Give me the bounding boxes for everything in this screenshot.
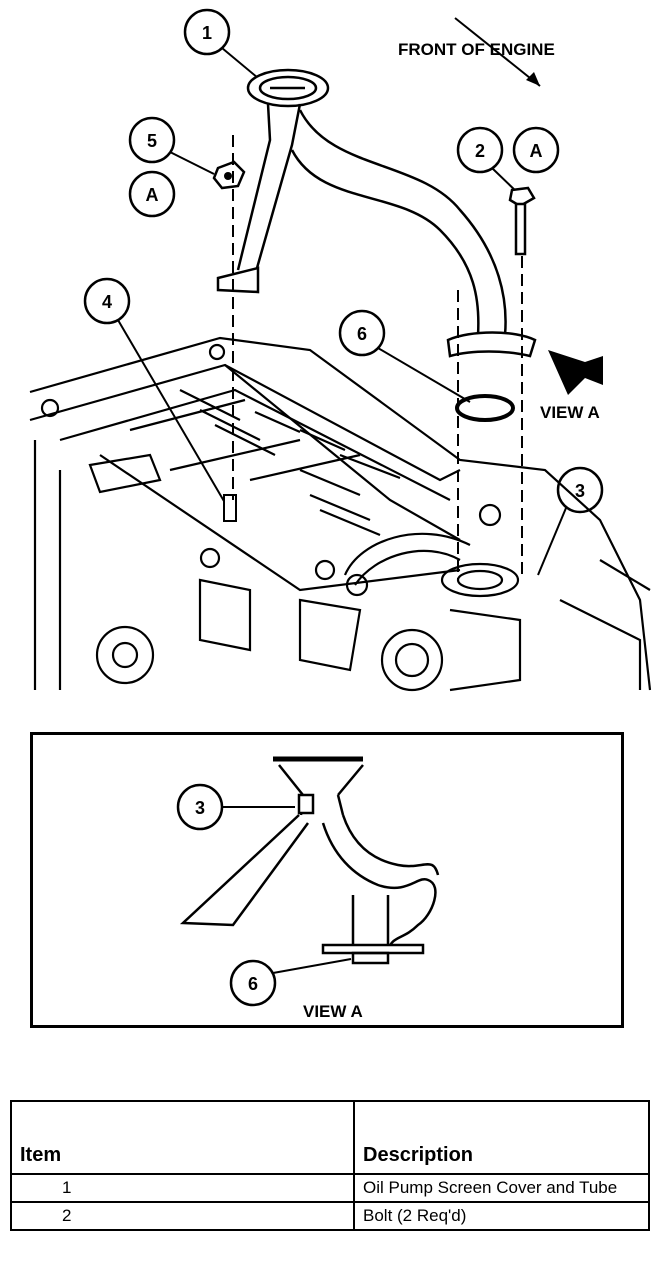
callout-2: 2 — [456, 126, 521, 196]
stud-4 — [223, 494, 237, 522]
view-a-arrow-label: VIEW A — [540, 403, 600, 422]
stud-nut — [212, 160, 246, 190]
front-of-engine-label: FRONT OF ENGINE — [398, 40, 555, 59]
engine-diagram: FRONT OF ENGINE 1 5 A 2 A 4 6 3 — [29, 8, 652, 692]
svg-text:5: 5 — [147, 131, 157, 151]
table-header-row: Item Description — [10, 1100, 650, 1175]
item-description: Oil Pump Screen Cover and Tube — [353, 1173, 650, 1203]
view-a-label: VIEW A — [303, 1002, 363, 1021]
table-row: 2 Bolt (2 Req'd) — [10, 1201, 650, 1231]
callout-5: 5 — [128, 116, 215, 175]
parts-table: Item Description 1 Oil Pump Screen Cover… — [10, 1100, 650, 1231]
view-a-arrow-icon — [548, 350, 603, 395]
item-description: Bolt (2 Req'd) — [353, 1201, 650, 1231]
callout-1: 1 — [183, 8, 259, 79]
svg-text:A: A — [530, 141, 543, 161]
view-a-tube — [179, 756, 440, 965]
svg-text:2: 2 — [475, 141, 485, 161]
view-a-inset: 3 6 VIEW A — [30, 732, 624, 1028]
callout-a-left: A — [128, 170, 176, 218]
svg-text:1: 1 — [202, 23, 212, 43]
callout-3: 3 — [537, 466, 604, 576]
item-number: 2 — [10, 1201, 355, 1231]
view-a-callout-3: 3 — [176, 783, 295, 831]
column-header-description: Description — [353, 1100, 650, 1175]
column-header-item: Item — [10, 1100, 355, 1175]
callout-4: 4 — [83, 277, 229, 509]
svg-text:4: 4 — [102, 292, 112, 312]
svg-text:6: 6 — [357, 324, 367, 344]
svg-text:3: 3 — [575, 481, 585, 501]
engine-block — [29, 336, 652, 692]
view-a-callout-6: 6 — [229, 958, 352, 1007]
svg-text:6: 6 — [248, 974, 258, 994]
bolt-2 — [508, 186, 536, 256]
svg-text:3: 3 — [195, 798, 205, 818]
item-number: 1 — [10, 1173, 355, 1203]
oil-pump-tube — [216, 68, 537, 358]
gasket-ring — [455, 394, 515, 422]
svg-text:A: A — [146, 185, 159, 205]
callout-6: 6 — [338, 309, 471, 403]
callout-a-right: A — [512, 126, 560, 174]
table-row: 1 Oil Pump Screen Cover and Tube — [10, 1173, 650, 1203]
